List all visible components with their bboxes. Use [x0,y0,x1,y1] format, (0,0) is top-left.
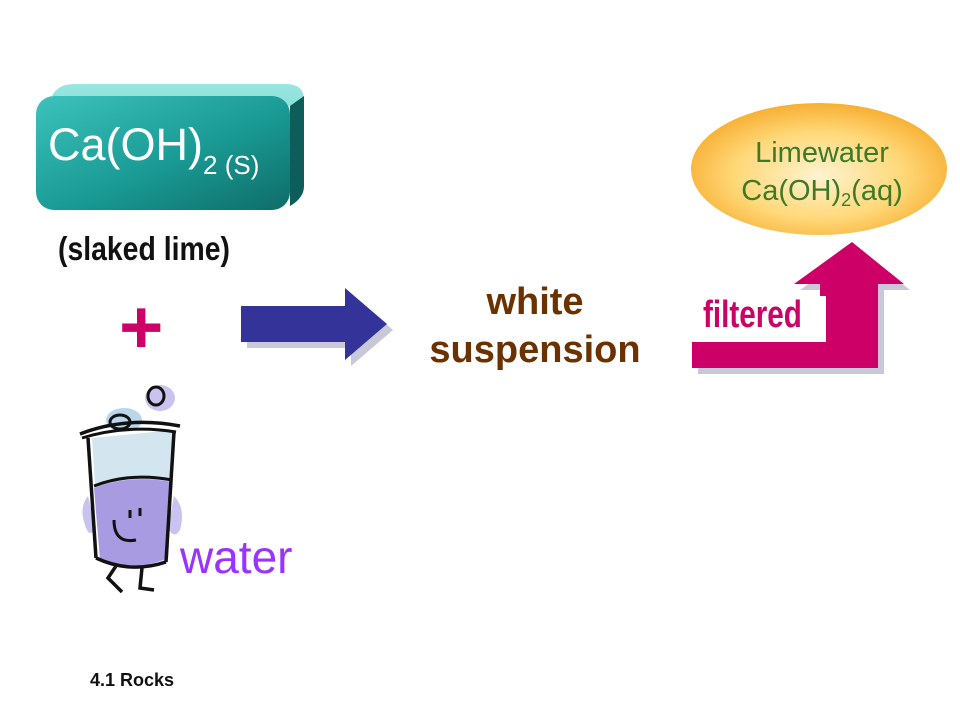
reactant-formula-subscript: 2 [203,150,218,180]
product-formula: Ca(OH)2(aq) [700,172,944,213]
reactant-formula-base: Ca(OH) [48,119,203,170]
slide-footer: 4.1 Rocks [90,670,175,690]
product-ellipse-shape [691,103,947,235]
product-formula-subscript: 2 [841,190,852,210]
intermediate-line2: suspension [429,329,641,371]
slaked-lime-box: Ca(OH)2 (S) [34,82,306,212]
product-name: Limewater [755,137,889,169]
reactant-formula-state: (S) [217,150,260,180]
product-formula-state: (aq) [851,175,903,207]
water-beaker-icon [79,385,182,594]
intermediate-label: white suspension [408,278,662,374]
reactant-formula: Ca(OH)2 (S) [48,119,298,178]
intermediate-line1: white [486,281,584,323]
filter-arrow-icon [692,242,910,374]
reactant-name: (slaked lime) [58,230,230,267]
product-label: Limewater Ca(OH)2(aq) [700,134,944,213]
teal-box-shape [36,84,304,210]
plus-sign: + [119,285,164,370]
product-formula-base: Ca(OH) [741,175,842,207]
water-label: water [180,531,293,583]
process-label: filtered [703,294,802,336]
reaction-arrow-icon [241,288,393,366]
